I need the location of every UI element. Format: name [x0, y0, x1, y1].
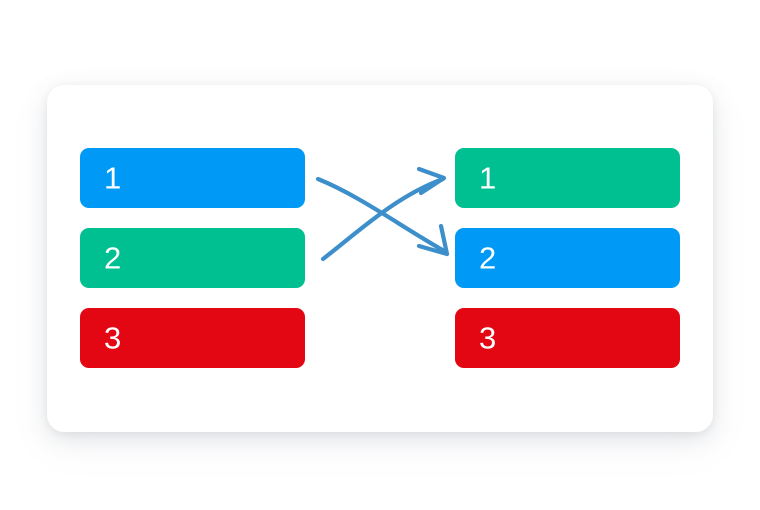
left-block-2[interactable]: 2 — [80, 228, 305, 288]
before-list: 1 2 3 — [80, 148, 305, 368]
after-list: 1 2 3 — [455, 148, 680, 368]
left-block-3-label: 3 — [104, 320, 122, 356]
left-block-3[interactable]: 3 — [80, 308, 305, 368]
right-block-2[interactable]: 2 — [455, 228, 680, 288]
right-block-3-label: 3 — [479, 320, 497, 356]
left-block-1[interactable]: 1 — [80, 148, 305, 208]
right-block-1-label: 1 — [479, 160, 497, 196]
left-block-1-label: 1 — [104, 160, 122, 196]
right-block-3[interactable]: 3 — [455, 308, 680, 368]
right-block-2-label: 2 — [479, 240, 497, 276]
diagram-card: 1 2 3 1 2 3 — [47, 85, 713, 432]
left-block-2-label: 2 — [104, 240, 122, 276]
right-block-1[interactable]: 1 — [455, 148, 680, 208]
